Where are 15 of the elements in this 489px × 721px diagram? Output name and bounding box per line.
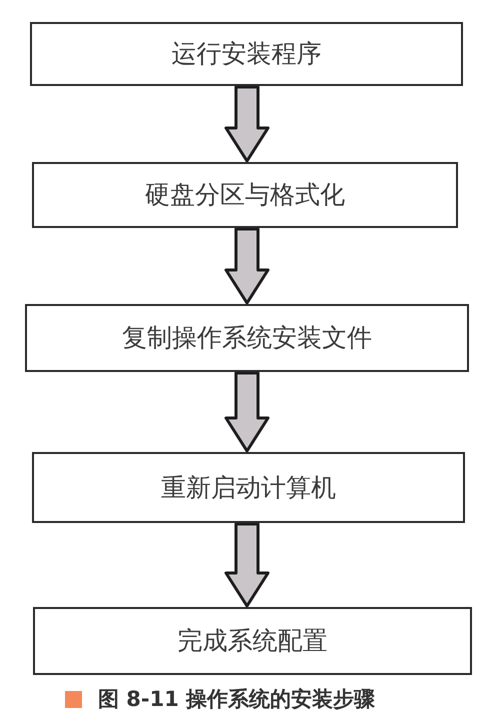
step-label: 重新启动计算机 — [161, 472, 336, 504]
step-label: 运行安装程序 — [172, 38, 322, 70]
process-box — [30, 22, 463, 86]
process-box — [33, 607, 472, 675]
figure-caption: 图 8-11 操作系统的安装步骤 — [98, 686, 376, 712]
process-box — [25, 304, 469, 372]
process-box — [32, 162, 458, 228]
process-box — [32, 452, 465, 523]
block-arrow — [224, 522, 270, 608]
block-arrow — [224, 228, 270, 304]
block-arrow — [224, 372, 270, 452]
step-label: 硬盘分区与格式化 — [145, 179, 345, 211]
step-label: 复制操作系统安装文件 — [122, 322, 372, 354]
block-arrow — [224, 86, 270, 162]
step-label: 完成系统配置 — [178, 625, 328, 657]
